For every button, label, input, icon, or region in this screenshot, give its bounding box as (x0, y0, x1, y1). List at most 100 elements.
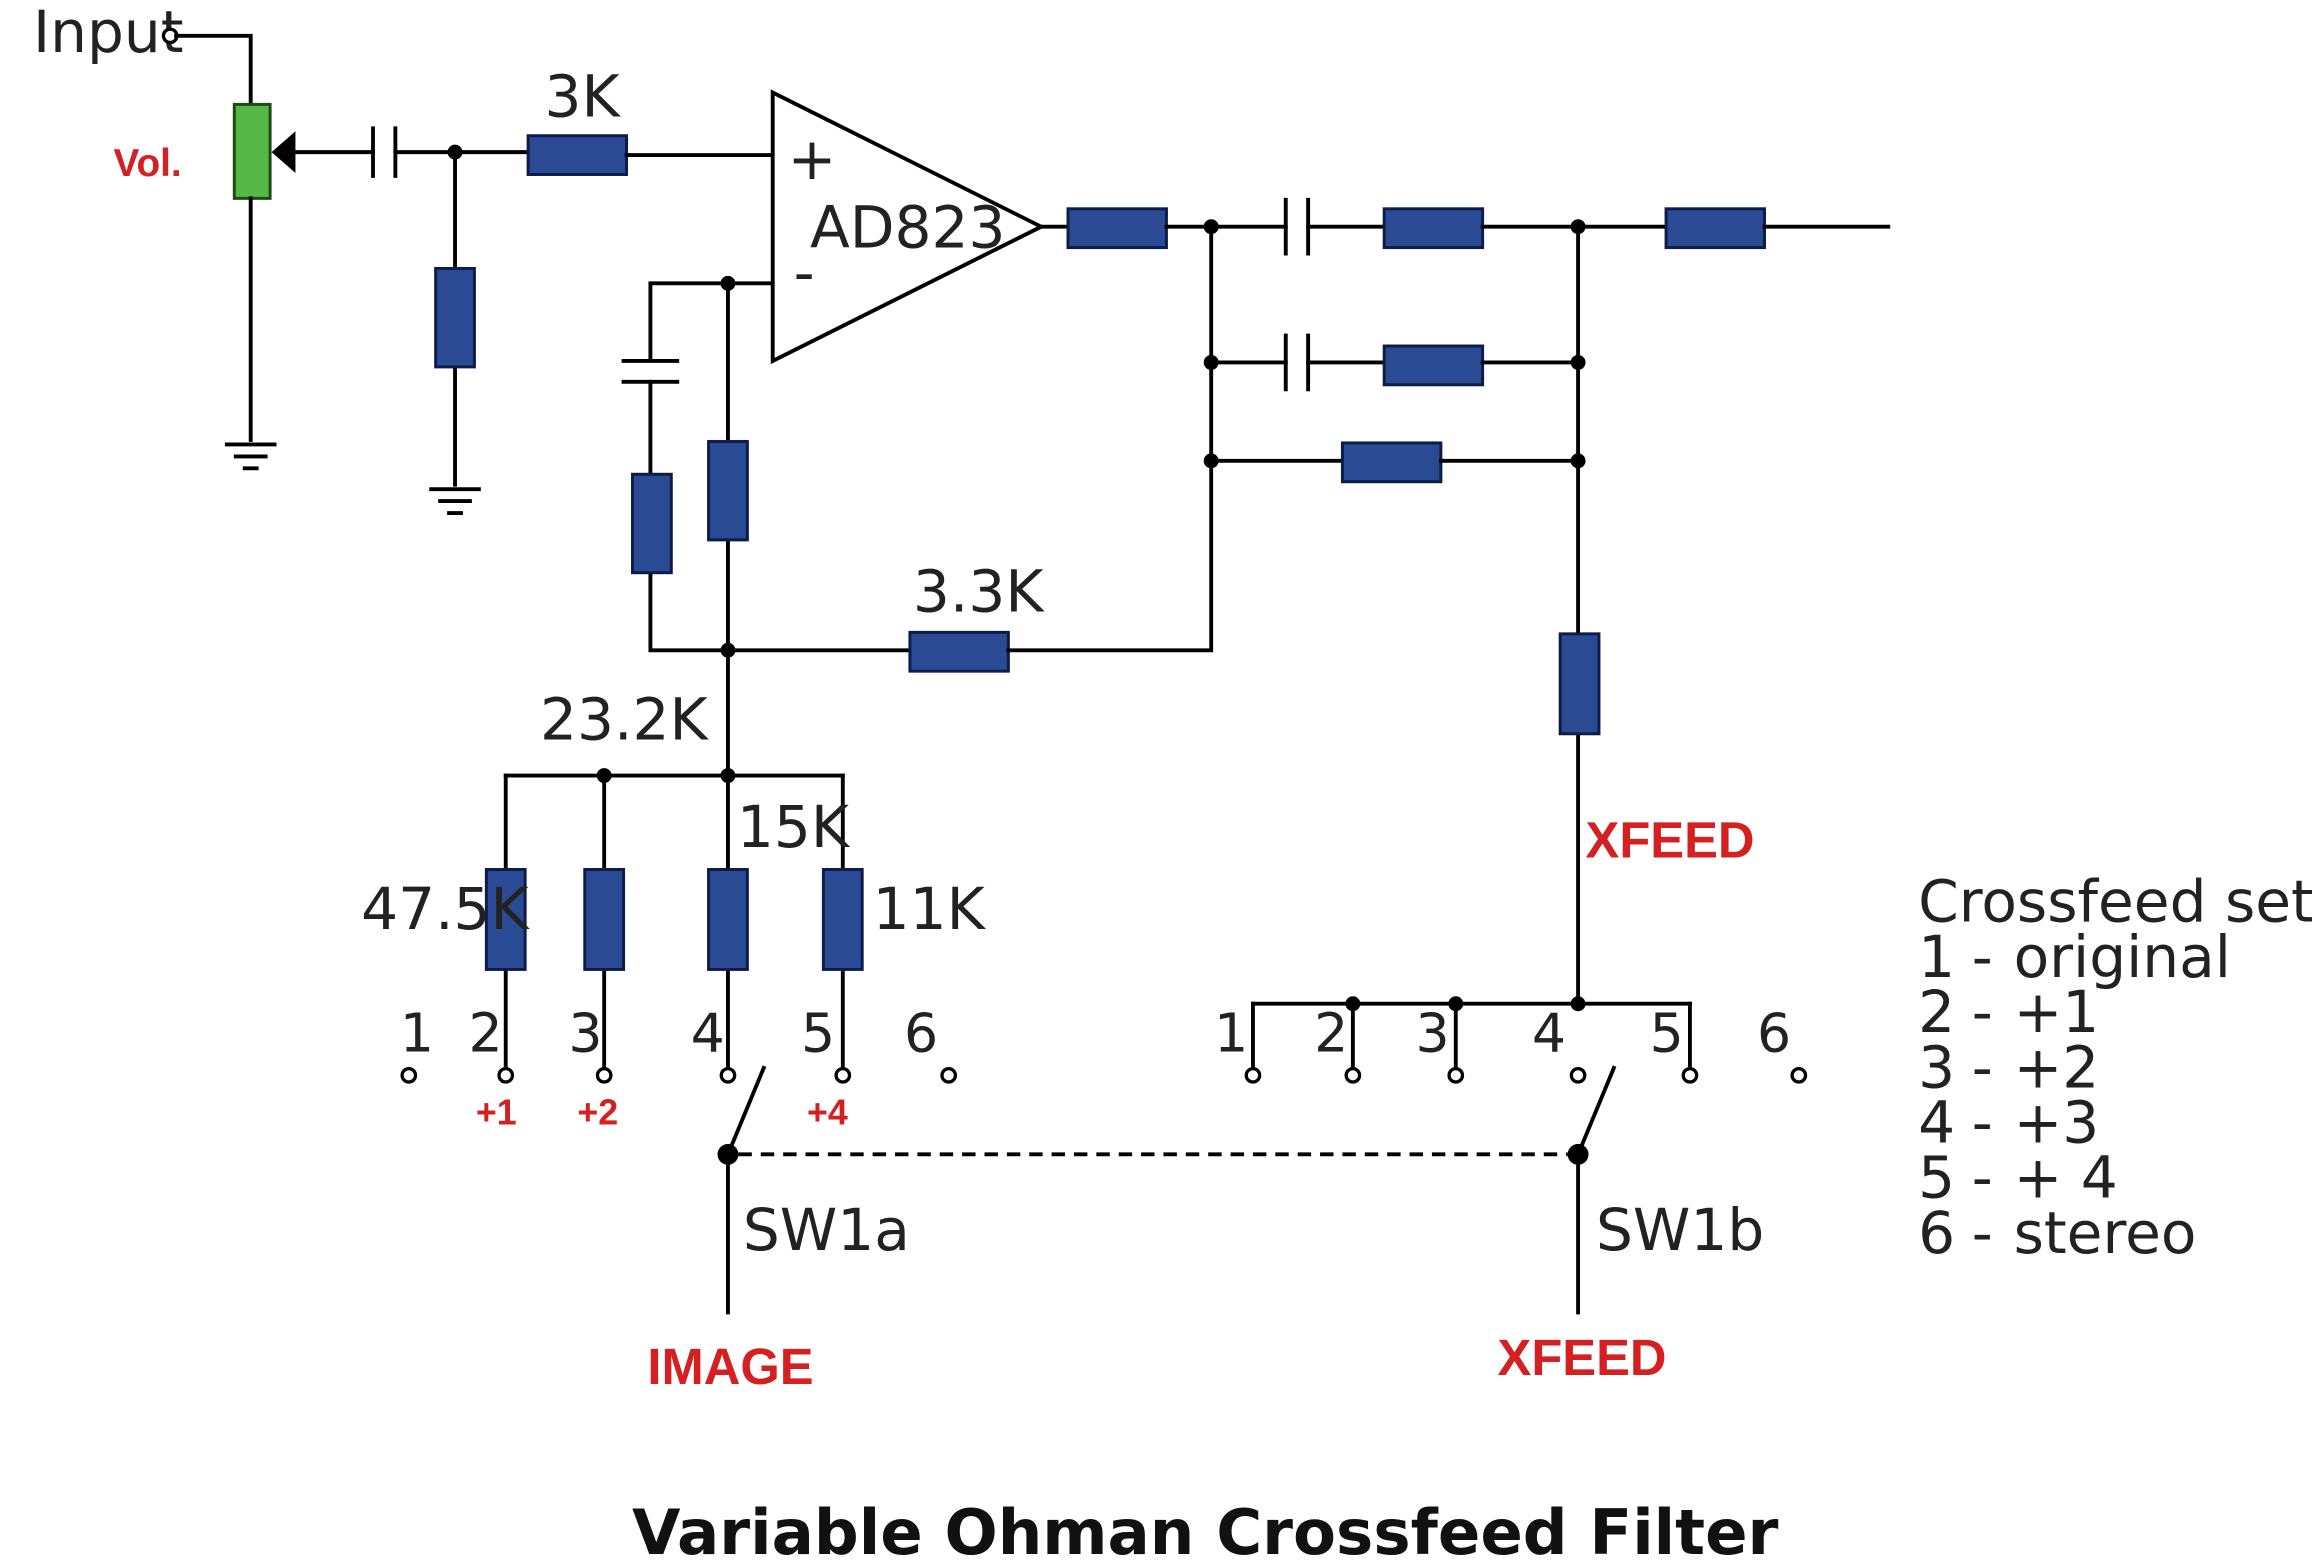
opamp-label: AD823 (810, 194, 1006, 262)
svg-text:+1: +1 (2014, 978, 2100, 1046)
opamp-ad823 (770, 89, 1046, 365)
volume-potentiometer (232, 102, 272, 200)
sw1b-pos-2: 2 (1314, 1001, 1348, 1064)
resistor-3k-label: 3K (545, 62, 622, 130)
shunt-resistor (434, 266, 476, 369)
resistor-3-3k (908, 630, 1010, 673)
filter-capacitor-1 (1283, 197, 1311, 256)
output-resistor (1066, 207, 1168, 250)
sw1a-pos-5: 5 (801, 1001, 835, 1064)
sw1a-contact-4 (719, 1066, 737, 1084)
resistor-47-5k-label: 47.5K (361, 875, 530, 943)
sw1b-contact-3 (1447, 1066, 1465, 1084)
image-label: IMAGE (647, 1338, 813, 1395)
svg-text:stereo: stereo (2014, 1199, 2197, 1267)
sw1a-mark-plus4: +4 (807, 1093, 848, 1133)
sw1a-mark-plus1: +1 (476, 1093, 517, 1133)
svg-text:-: - (1972, 923, 1993, 991)
input-label: Input (33, 0, 184, 66)
sw1a-wiper (725, 1065, 767, 1157)
resistor-11k-label: 11K (873, 875, 987, 943)
settings-row: 6 - stereo (1918, 1199, 2196, 1267)
resistor-3-3k-label: 3.3K (913, 557, 1045, 625)
sw1a-pos-1: 1 (400, 1001, 434, 1064)
sw1b-pos-3: 3 (1416, 1001, 1450, 1064)
sw1a-contact-2 (497, 1066, 515, 1084)
svg-text:original: original (2014, 923, 2231, 991)
sw1b-label: SW1b (1596, 1196, 1764, 1264)
ground-symbol-pot (224, 442, 277, 471)
xfeed-bottom-label: XFEED (1498, 1329, 1667, 1386)
settings-row: 1 - original (1918, 923, 2231, 991)
junction-dot (720, 642, 736, 658)
sw1a-contact-3 (595, 1066, 613, 1084)
diagram-title: Variable Ohman Crossfeed Filter (632, 1496, 1779, 1566)
sw1b-pos-4: 4 (1532, 1001, 1566, 1064)
feedback-capacitor (621, 358, 680, 384)
ground-symbol-shunt (429, 487, 481, 515)
sw1b-contact-wires (1251, 1001, 1692, 1070)
svg-text:2: 2 (1918, 978, 1955, 1046)
svg-text:3: 3 (1918, 1033, 1955, 1101)
sw1b-contact-1 (1244, 1066, 1262, 1084)
sw1a-pos-4: 4 (691, 1001, 725, 1064)
xfeed-mid-label: XFEED (1586, 812, 1755, 869)
sw1a-mark-plus2: +2 (577, 1093, 618, 1133)
resistor-23-2k (583, 868, 626, 971)
volume-label: Vol. (113, 142, 181, 185)
sw1a-contact-6 (940, 1066, 958, 1084)
resistor-47-5k (484, 868, 527, 971)
sw1b-contact-4 (1569, 1066, 1587, 1084)
input-wire (174, 33, 253, 107)
input-section: Input Vol. 3K (33, 0, 775, 515)
svg-text:-: - (1972, 978, 1993, 1046)
junction-dot (1203, 354, 1219, 370)
sw1b-pos-1: 1 (1214, 1001, 1248, 1064)
opamp-minus-sign: - (794, 238, 815, 306)
filter-capacitor-2 (1283, 333, 1311, 392)
svg-text:5: 5 (1918, 1144, 1955, 1212)
settings-row: 2 - +1 (1918, 978, 2099, 1046)
sw1a-pos-2: 2 (468, 1001, 502, 1064)
settings-row: 3 - +2 (1918, 1033, 2099, 1101)
sw1b-pos-5: 5 (1650, 1001, 1684, 1064)
svg-text:6: 6 (1918, 1199, 1955, 1267)
svg-text:+ 4: + 4 (2014, 1144, 2118, 1212)
resistor-15k (707, 868, 749, 971)
filter-resistor-1 (1382, 207, 1485, 250)
junction-dot (1203, 219, 1219, 235)
image-resistor-bank: 23.2K 47.5K 15K 11K (361, 686, 987, 1073)
opamp-plus-sign: + (788, 125, 837, 193)
opamp-section: + - AD823 3.3K (621, 89, 1214, 778)
svg-text:+3: +3 (2014, 1088, 2100, 1156)
svg-text:-: - (1972, 1144, 1993, 1212)
sw1a-contact-1 (400, 1066, 418, 1084)
resistor-3k (526, 134, 629, 176)
sw1a-pos-3: 3 (568, 1001, 602, 1064)
sw1a-contact-5 (834, 1066, 852, 1084)
settings-row: 4 - +3 (1918, 1088, 2099, 1156)
junction-dot (1570, 996, 1586, 1012)
settings-row: 5 - + 4 (1918, 1144, 2118, 1212)
cap-branch-wire (648, 379, 912, 653)
svg-text:1: 1 (1918, 923, 1955, 991)
switch-sw1a: 1 2 3 4 5 6 +1 +2 +4 SW1a IMAGE (400, 1001, 958, 1395)
sw1a-pos-6: 6 (904, 1001, 938, 1064)
svg-text:-: - (1972, 1088, 1993, 1156)
settings-title: Crossfeed settings (1918, 868, 2312, 936)
wiper-arrow-icon (271, 131, 296, 174)
series-output-resistor (1664, 207, 1766, 250)
svg-text:-: - (1972, 1199, 1993, 1267)
resistor-15k-label: 15K (737, 793, 851, 861)
input-capacitor (371, 126, 398, 178)
filter-resistor-2 (1382, 344, 1485, 387)
sw1b-contact-5 (1681, 1066, 1699, 1084)
sw1b-wiper (1575, 1065, 1617, 1157)
sw1b-pos-6: 6 (1757, 1001, 1791, 1064)
resistor-23-2k-label: 23.2K (540, 686, 709, 754)
switch-sw1b: 1 2 3 4 5 6 SW1b XFEED (1214, 996, 1808, 1386)
crossfeed-settings-legend: Crossfeed settings 1 - original 2 - +1 3… (1918, 868, 2312, 1267)
sw1a-label: SW1a (743, 1196, 910, 1264)
svg-text:4: 4 (1918, 1088, 1955, 1156)
